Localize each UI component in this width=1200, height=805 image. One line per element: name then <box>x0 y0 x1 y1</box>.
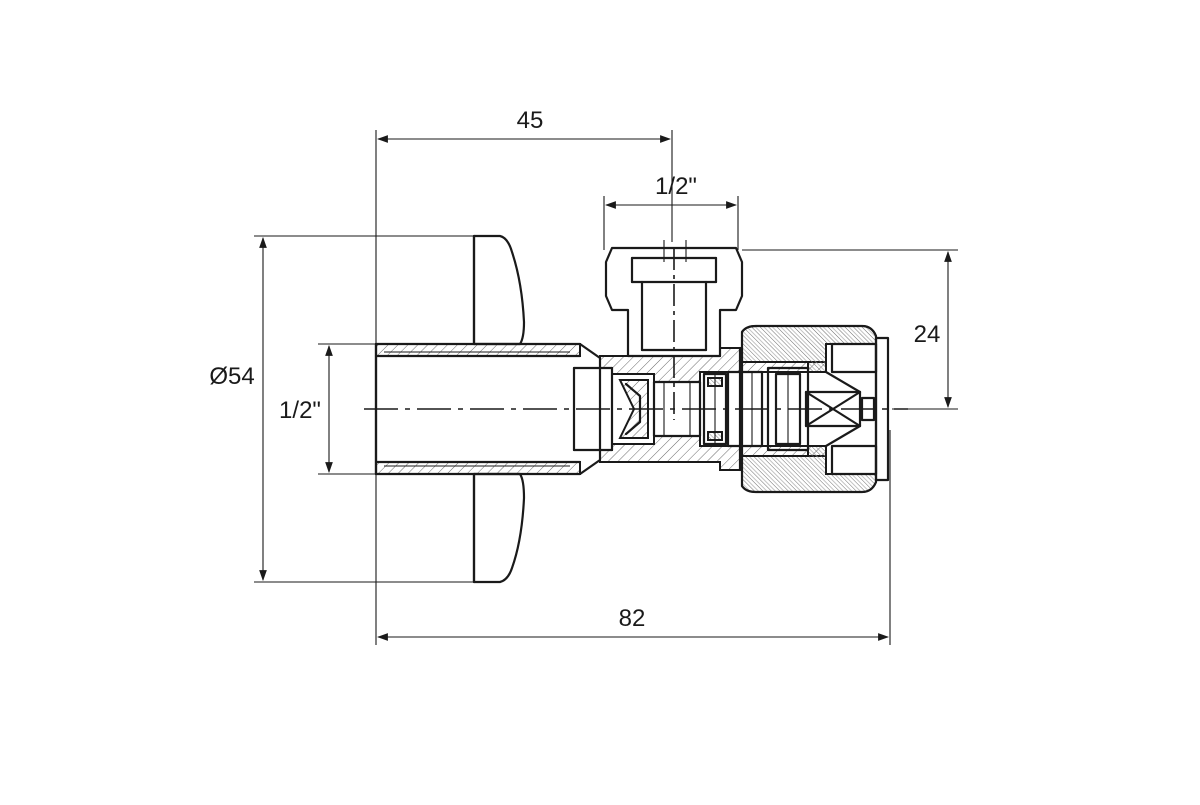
dim-label-outlet-thread: 1/2" <box>655 173 697 200</box>
dimension-labels: 45 1/2" 82 24 Ø54 1/2" <box>209 107 940 632</box>
dim-label-handle-diameter: Ø54 <box>209 363 254 390</box>
dim-label-inlet-thread: 1/2" <box>279 397 321 424</box>
valve-internals <box>618 324 890 494</box>
handle-wheel <box>472 234 526 584</box>
dim-label-height: 24 <box>914 321 941 348</box>
dimension-lines <box>259 135 952 641</box>
valve-body <box>599 346 827 472</box>
center-lines <box>364 248 908 420</box>
dim-label-total-length: 82 <box>619 605 646 632</box>
dim-label-axis-length: 45 <box>517 107 544 134</box>
extension-lines <box>254 130 958 645</box>
